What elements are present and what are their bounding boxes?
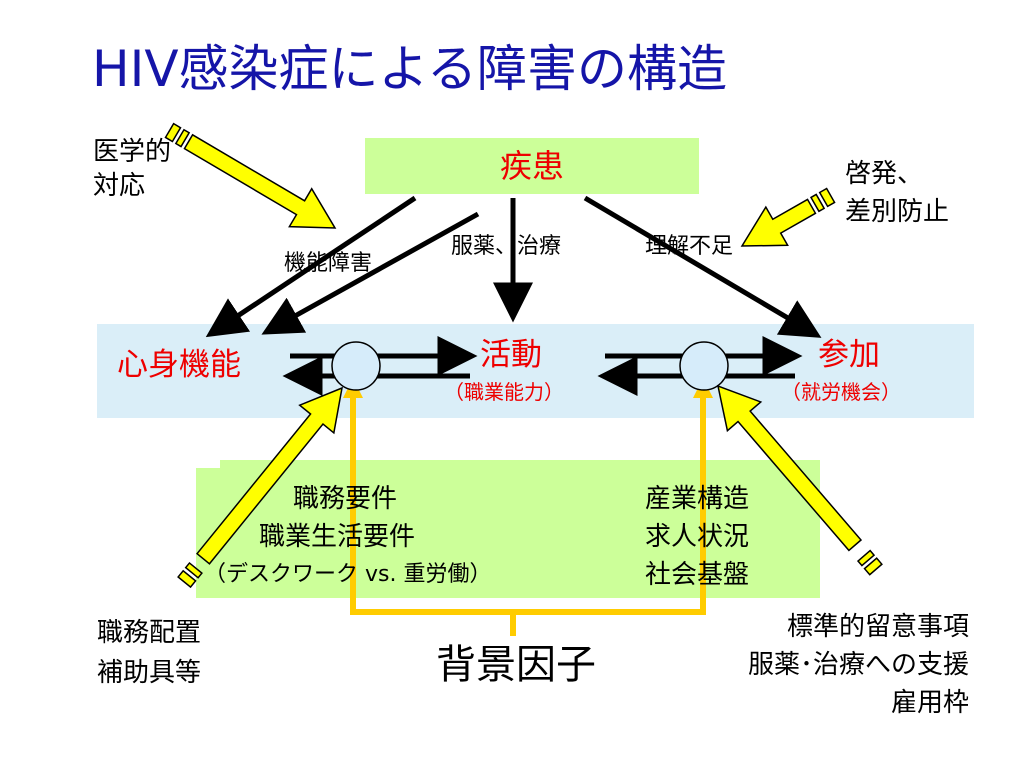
support-line1: 標準的留意事項 [786,612,969,642]
medical-line2: 対応 [93,171,146,201]
background-connector-right [513,390,706,615]
participation-label: 参加 [818,337,880,373]
bg-right-line2: 求人状況 [645,522,750,552]
support-arrow [716,384,883,576]
bg-left-line2: 職業生活要件 [259,522,416,552]
interaction-circle-right [679,341,729,391]
background-connector-left [350,390,516,636]
placement-line2: 補助具等 [97,658,202,688]
disease-to-function-line [205,195,417,338]
background-factors-label: 背景因子 [436,642,596,688]
support-line2: 服薬･治療への支援 [747,650,969,680]
activity-label: 活動 [480,337,542,373]
disease-to-participation-line [583,195,822,338]
bg-right-line1: 産業構造 [645,484,750,514]
misunderstanding-label: 理解不足 [645,234,734,259]
medication-label: 服薬、治療 [451,234,562,259]
disease-label: 疾患 [499,147,564,185]
bg-left-line3: （デスクワーク vs. 重労働） [204,562,492,587]
medical-line1: 医学的 [93,137,172,167]
disease-to-function-line-2 [261,211,480,335]
interaction-circle-left [331,341,381,391]
awareness-arrow [740,187,836,247]
impairment-label: 機能障害 [284,251,373,276]
medical-arrow [164,122,337,229]
support-line3: 雇用枠 [890,688,969,718]
body-function-label: 心身機能 [117,347,241,383]
placement-line1: 職務配置 [97,618,202,648]
bg-left-line1: 職務要件 [293,484,398,514]
disease-box [365,138,699,194]
placement-arrow [177,386,343,589]
awareness-line1: 啓発、 [845,159,924,189]
activity-sub-label: （職業能力） [444,380,564,404]
page-title: HIV感染症による障害の構造 [92,40,728,98]
bg-right-line3: 社会基盤 [645,560,750,590]
awareness-line2: 差別防止 [845,197,950,227]
background-box [220,460,820,598]
function-band [97,324,974,418]
participation-sub-label: （就労機会） [781,380,901,404]
